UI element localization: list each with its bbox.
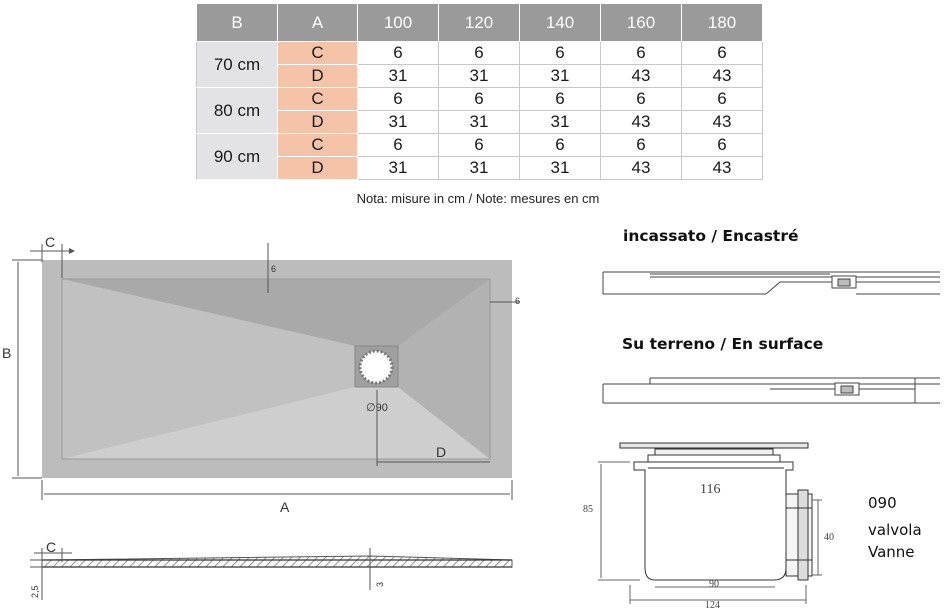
section-25-label: 2,5 <box>30 585 40 598</box>
width-cell: 70 cm <box>196 41 278 88</box>
value-cell: 43 <box>681 156 763 180</box>
value-cell: 31 <box>438 156 520 180</box>
value-cell: 6 <box>600 87 682 111</box>
header-b: B <box>196 3 278 42</box>
value-cell: 6 <box>681 87 763 111</box>
tray-slope-bottom <box>62 387 490 459</box>
value-cell: 31 <box>438 64 520 88</box>
value-cell: 31 <box>519 64 601 88</box>
value-cell: 43 <box>600 110 682 134</box>
value-cell: 31 <box>519 156 601 180</box>
value-cell: 6 <box>357 41 439 65</box>
dim-c-label: C <box>45 234 55 250</box>
dim-6-right-label: 6 <box>515 296 520 306</box>
header-100: 100 <box>357 3 439 42</box>
valve-dim-85: 85 <box>583 504 593 515</box>
tray-slope-top <box>62 279 490 346</box>
units-note: Nota: misure in cm / Note: mesures en cm <box>356 191 600 206</box>
table-row: 80 cm C 6 6 6 6 6 <box>196 87 763 134</box>
valve-size-label: 090 <box>868 494 897 512</box>
value-cell: 6 <box>438 133 520 157</box>
value-cell: 6 <box>519 41 601 65</box>
value-cell: 31 <box>357 156 439 180</box>
dim-6-top-label: 6 <box>271 264 276 274</box>
section-profile <box>41 555 513 568</box>
table-row: D 31 31 31 43 43 <box>197 64 763 88</box>
value-cell: 6 <box>357 87 439 111</box>
param-cell: C <box>277 41 358 65</box>
header-160: 160 <box>600 3 682 42</box>
valve-label-it: valvola <box>868 521 922 539</box>
drain-valve-drawing <box>598 442 822 604</box>
section-3-label: 3 <box>375 582 385 587</box>
recessed-install-drawing <box>602 271 940 295</box>
dim-d-label: D <box>436 444 446 460</box>
tray-rim <box>61 278 491 460</box>
width-cell: 80 cm <box>196 87 278 134</box>
dim-b-label: B <box>2 345 11 361</box>
tray-section: C 2,5 3 <box>30 539 513 600</box>
recessed-label: incassato / Encastré <box>623 227 799 245</box>
plan-dimensions <box>12 243 520 500</box>
tray-slope-right <box>398 279 490 459</box>
valve-dim-116: 116 <box>700 482 720 497</box>
valve-dim-124: 124 <box>705 600 720 610</box>
plan-dimension-labels: C B A D 6 6 <box>2 234 520 515</box>
header-120: 120 <box>438 3 520 42</box>
param-cell: D <box>277 64 358 88</box>
surface-label: Su terreno / En surface <box>622 335 824 353</box>
value-cell: 43 <box>600 156 682 180</box>
section-c-label: C <box>46 539 56 555</box>
value-cell: 6 <box>681 41 763 65</box>
dimension-table: B A 100 120 140 160 180 70 cm C 6 6 6 6 … <box>196 3 763 180</box>
value-cell: 6 <box>600 41 682 65</box>
value-cell: 6 <box>600 133 682 157</box>
table-header-row: B A 100 120 140 160 180 <box>196 3 763 42</box>
valve-label-fr: Vanne <box>868 543 915 561</box>
table-row: 70 cm C 6 6 6 6 6 <box>196 41 763 88</box>
header-180: 180 <box>681 3 763 42</box>
value-cell: 6 <box>357 133 439 157</box>
surface-install-drawing <box>602 377 940 404</box>
drain-hole <box>358 349 394 385</box>
valve-dim-90: 90 <box>709 579 719 590</box>
value-cell: 43 <box>681 110 763 134</box>
table-row: D 31 31 31 43 43 <box>197 156 763 180</box>
dim-a-label: A <box>280 499 290 515</box>
tray-slope-left <box>62 279 355 459</box>
value-cell: 6 <box>681 133 763 157</box>
value-cell: 31 <box>357 64 439 88</box>
shower-tray-plan: ∅90 <box>42 260 512 478</box>
width-cell: 90 cm <box>196 133 278 180</box>
value-cell: 6 <box>438 41 520 65</box>
valve-dim-40: 40 <box>824 532 834 543</box>
value-cell: 43 <box>681 64 763 88</box>
header-140: 140 <box>519 3 601 42</box>
valve-dimension-labels: 116 85 40 90 124 <box>583 482 834 610</box>
param-cell: C <box>277 87 358 111</box>
